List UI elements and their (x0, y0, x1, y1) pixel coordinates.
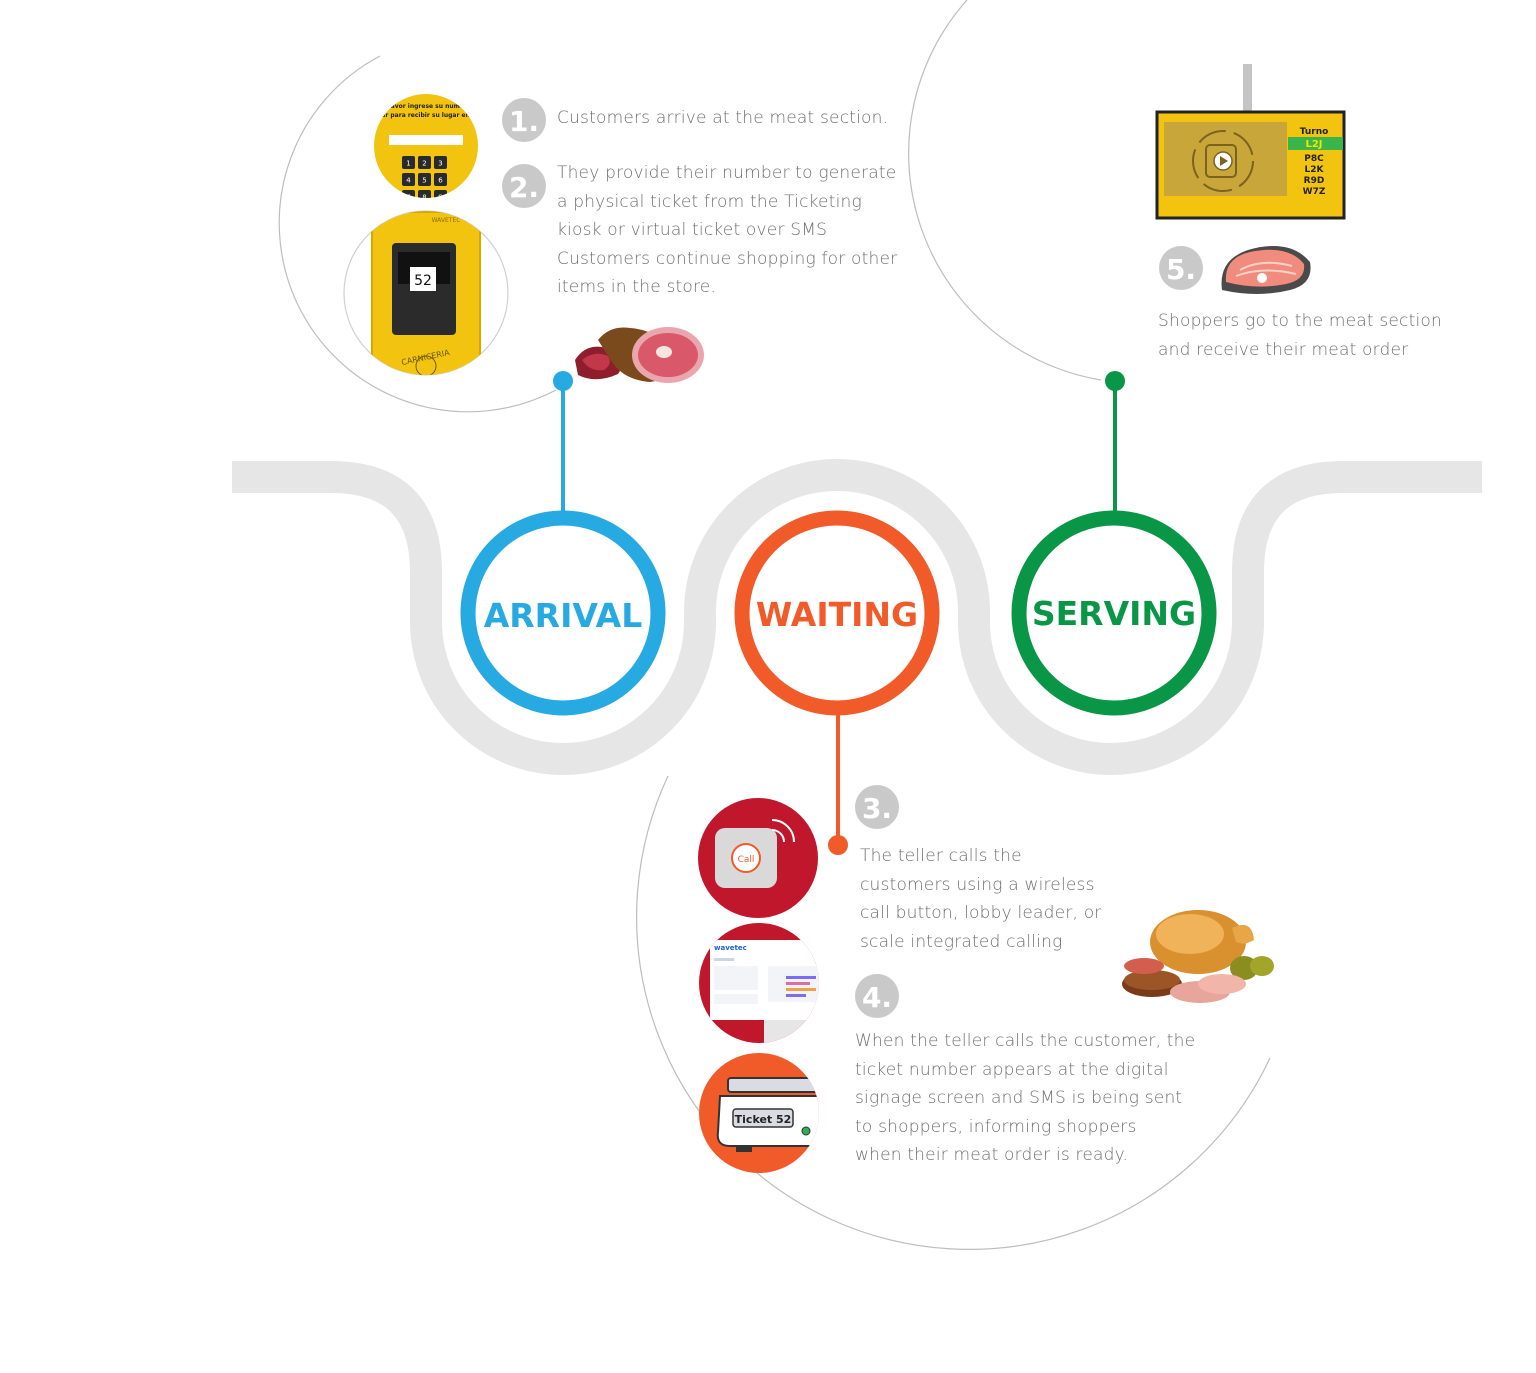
stage-waiting-label: WAITING (756, 595, 918, 634)
call-button-label: Call (738, 855, 755, 865)
kiosk-ticket-number: 52 (414, 273, 432, 289)
svg-text:4.: 4. (862, 981, 892, 1014)
step-5-text: Shoppers go to the meat section and rece… (1158, 311, 1442, 360)
arc-serving (908, 0, 1102, 381)
serving-connector-dot (1105, 371, 1125, 391)
svg-text:L2K: L2K (1305, 165, 1325, 175)
svg-text:wavetec: wavetec (714, 944, 747, 952)
stage-serving: SERVING (1011, 510, 1217, 716)
stage-waiting: WAITING (734, 510, 940, 716)
keypad-key-label: 9 (438, 194, 442, 202)
waiting-connector-dot (828, 835, 848, 855)
keypad-key (418, 156, 431, 169)
stage-arrival-label: ARRIVAL (484, 596, 643, 635)
svg-text:3.: 3. (862, 792, 892, 825)
keypad-key (402, 190, 415, 198)
scale-integrated-calling-image: Ticket 52 (699, 1053, 819, 1173)
keypad-key (418, 173, 431, 186)
step-5-badge: 5. (1159, 246, 1203, 290)
arc-arrival (278, 55, 557, 413)
keypad-key-label: 4 (406, 177, 411, 185)
svg-text:Turno: Turno (1300, 127, 1329, 137)
keypad-key (434, 173, 447, 186)
svg-text:celular para recibir su lugar: celular para recibir su lugar en la fila (365, 112, 490, 119)
step-1-badge: 1. (502, 98, 546, 142)
meat-platter-illustration (1122, 910, 1274, 1003)
stage-serving-label: SERVING (1032, 594, 1196, 633)
kiosk-keypad-image: Por favor ingrese su numero de celular p… (365, 94, 490, 202)
svg-text:R9D: R9D (1304, 176, 1325, 186)
step-badges: 1. 2. 3. 4. 5. (502, 98, 1203, 1018)
svg-text:W7Z: W7Z (1303, 187, 1326, 197)
keypad-key-label: 3 (438, 160, 442, 168)
salmon-steak-illustration (1221, 246, 1311, 294)
journey-track (232, 459, 1482, 775)
svg-text:Por favor ingrese su numero de: Por favor ingrese su numero de (374, 103, 481, 110)
step-1-text: Customers arrive at the meat section. (557, 108, 889, 128)
keypad-key (434, 190, 447, 198)
step-2-badge: 2. (502, 164, 546, 208)
keypad-key-label: 1 (406, 160, 410, 168)
signage-current-ticket: L2J (1305, 139, 1322, 150)
svg-text:P8C: P8C (1304, 154, 1324, 164)
keypad-key (418, 190, 431, 198)
keypad-key (402, 156, 415, 169)
lobby-leader-dashboard-image: wavetec (699, 923, 819, 1043)
step-2-text: They provide their number to generate a … (557, 163, 898, 298)
keypad-key (402, 173, 415, 186)
wireless-call-button-image: Call (698, 798, 818, 918)
keypad-key (434, 156, 447, 169)
keypad-key-label: 7 (406, 194, 410, 202)
svg-text:5.: 5. (1166, 253, 1196, 286)
keypad-key-label: 8 (422, 194, 426, 202)
keypad-key-label: 6 (438, 177, 443, 185)
step-4-badge: 4. (855, 974, 899, 1018)
kiosk-printer-image: WAVETEC 52 CARNICERIA (371, 211, 481, 375)
arrival-connector-dot (553, 371, 573, 391)
ham-illustration (575, 327, 704, 383)
step-4-text: When the teller calls the customer, the … (855, 1031, 1196, 1166)
keypad-key-label: 5 (422, 177, 426, 185)
step-3-text: The teller calls the customers using a w… (860, 846, 1102, 952)
arc-waiting (636, 775, 1271, 1250)
stage-arrival: ARRIVAL (460, 510, 666, 716)
scale-ticket-label: Ticket 52 (735, 1113, 792, 1126)
svg-text:1.: 1. (509, 105, 539, 138)
digital-signage-screen: Turno L2J P8C L2K R9D W7Z (1155, 64, 1346, 220)
svg-text:2.: 2. (509, 171, 539, 204)
svg-text:WAVETEC: WAVETEC (432, 217, 461, 224)
connectors (553, 371, 1125, 855)
step-3-badge: 3. (855, 785, 899, 829)
keypad-key-label: 2 (422, 160, 426, 168)
